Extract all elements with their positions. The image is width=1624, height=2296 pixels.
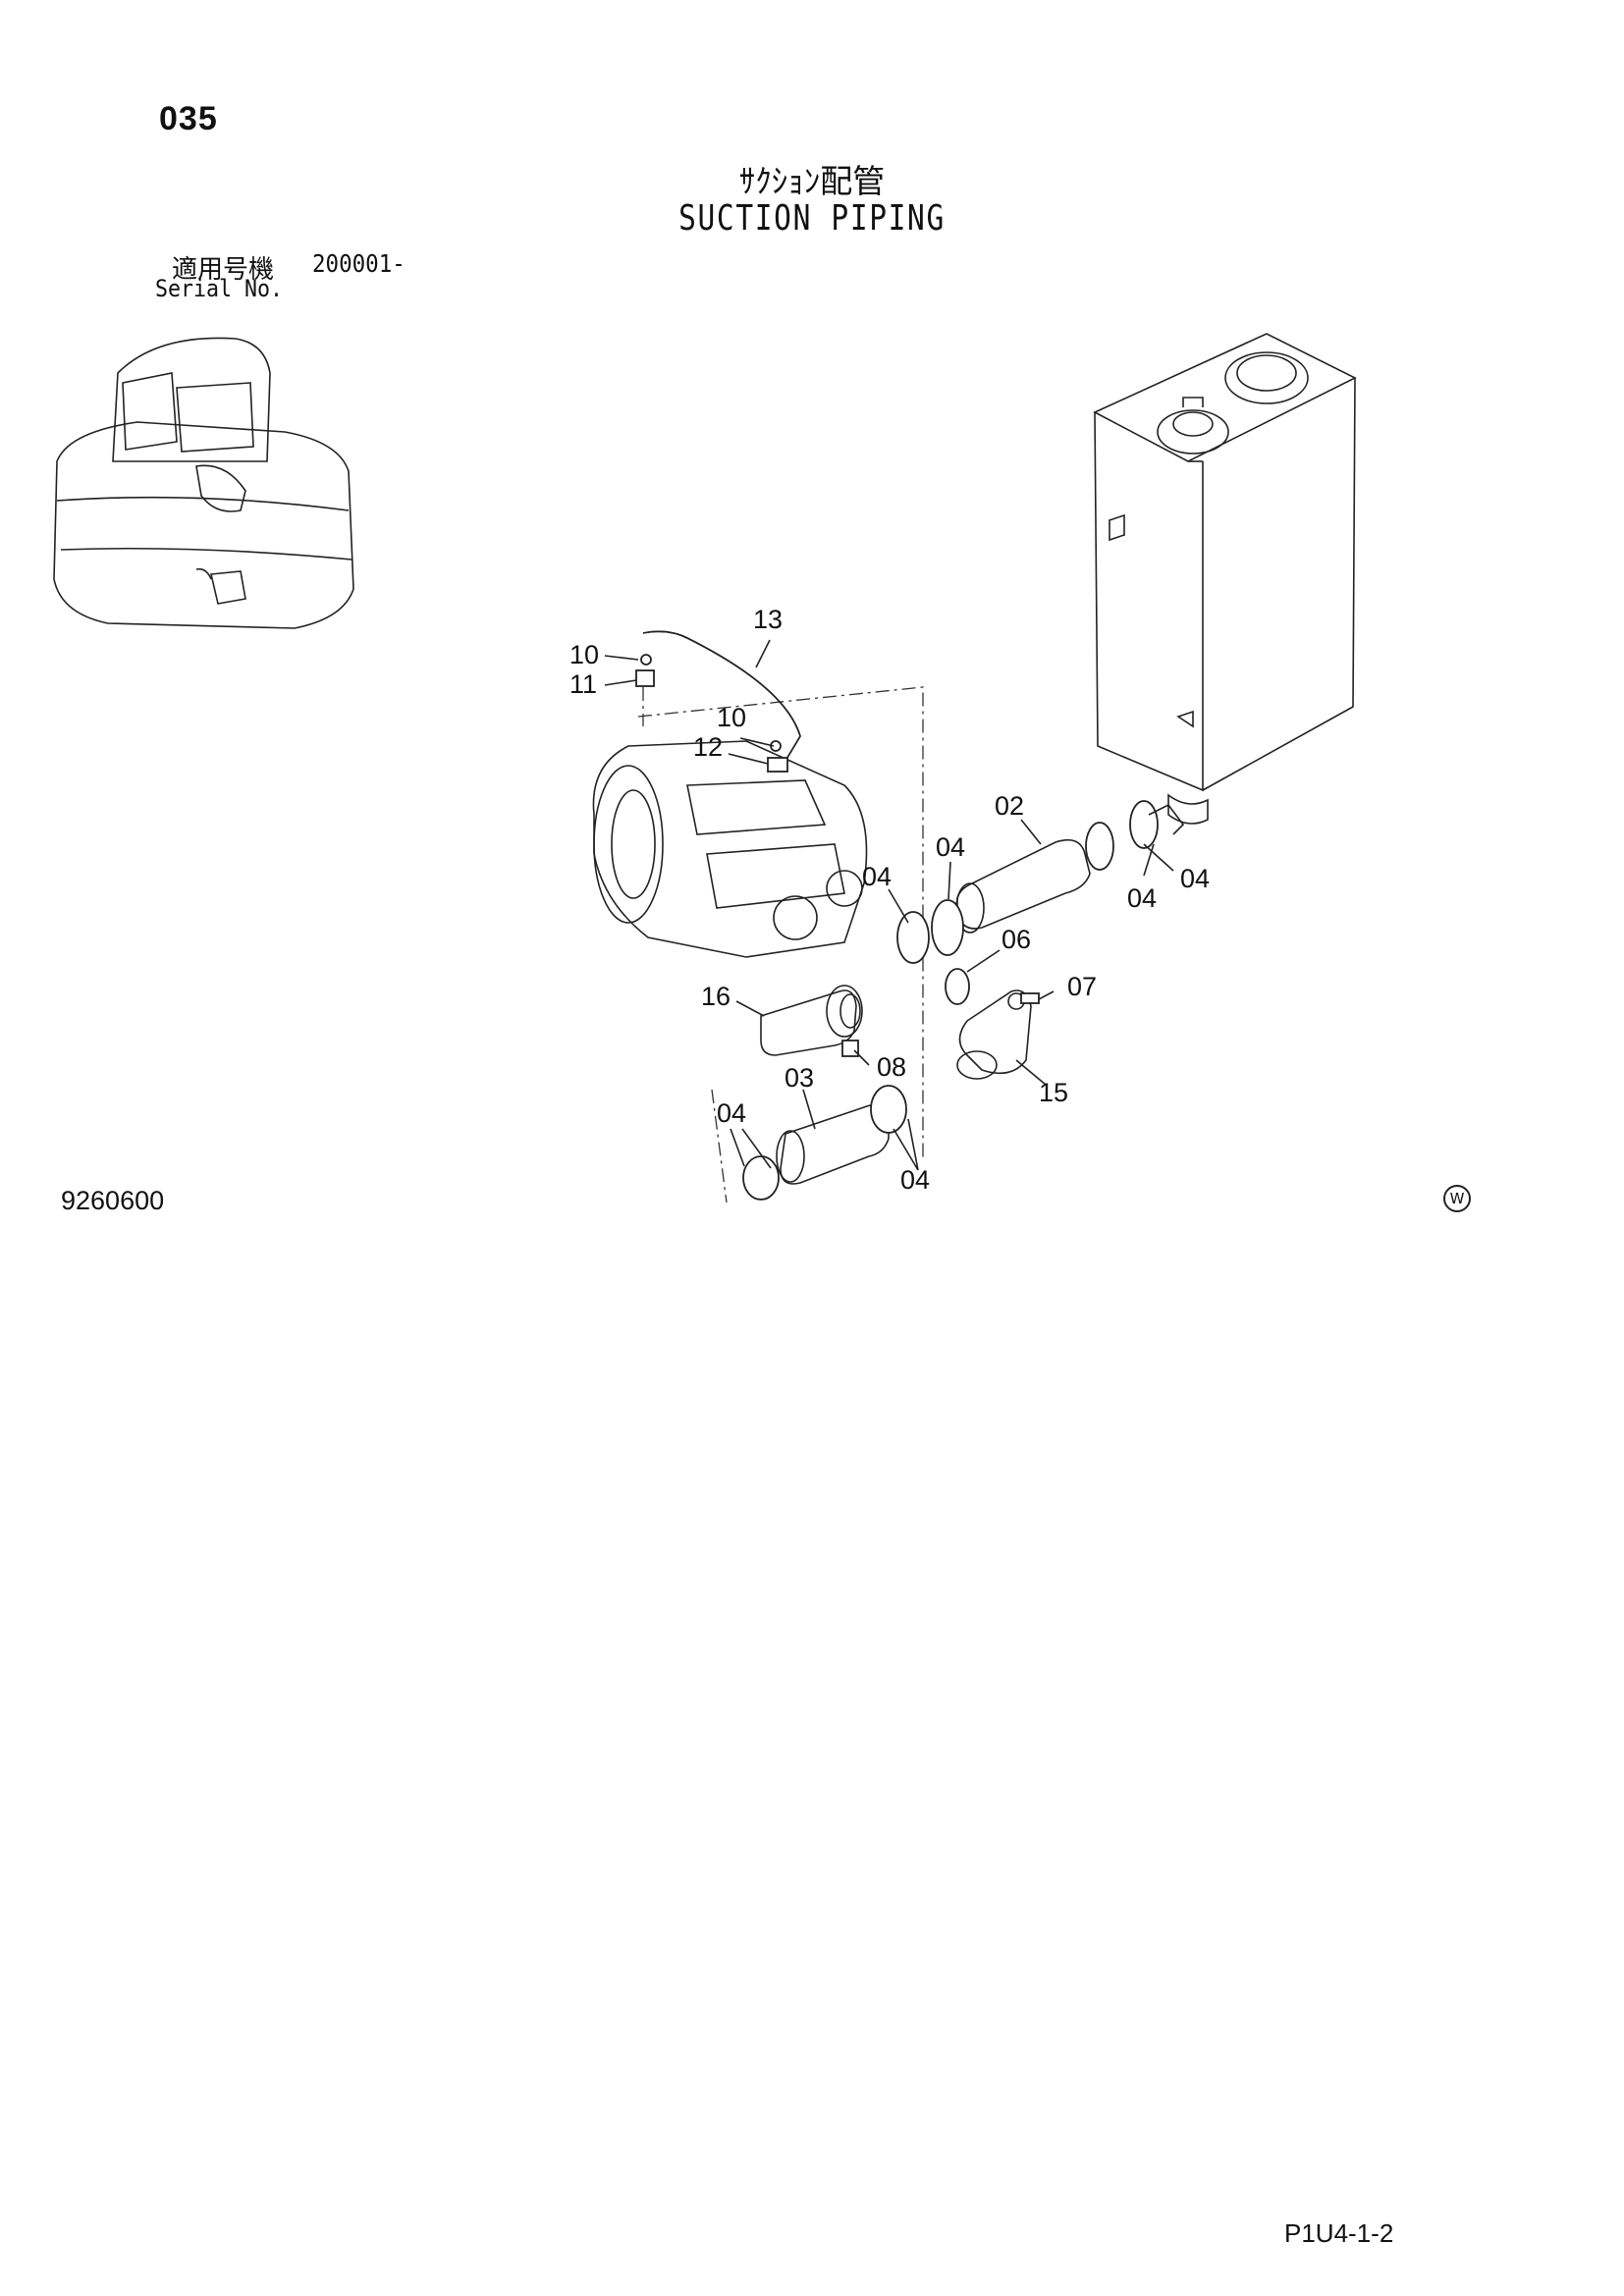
serial-value: 200001- bbox=[312, 249, 406, 278]
machine-overview-illustration bbox=[53, 337, 354, 629]
callout-11: 11 bbox=[569, 669, 597, 699]
callout-15: 15 bbox=[1039, 1078, 1068, 1107]
suction-elbow-15 bbox=[956, 989, 1032, 1080]
hose-13-inner bbox=[642, 630, 801, 762]
callout-04-right-lower: 04 bbox=[1127, 883, 1157, 913]
callout-16: 16 bbox=[701, 982, 731, 1011]
tank-outlet-stub bbox=[1148, 803, 1185, 835]
callout-07: 07 bbox=[1067, 972, 1097, 1001]
bolt-07 bbox=[1020, 992, 1040, 1004]
callout-04-right: 04 bbox=[1180, 864, 1210, 893]
callout-10-upper: 10 bbox=[569, 640, 599, 669]
callout-04-lower-right: 04 bbox=[900, 1165, 930, 1195]
adapter-11 bbox=[635, 669, 655, 687]
callout-04-middle: 04 bbox=[936, 832, 965, 862]
callout-04-lower-left: 04 bbox=[717, 1098, 746, 1128]
callout-08: 08 bbox=[877, 1052, 906, 1082]
assembly-boundary-line-lower bbox=[711, 1089, 728, 1203]
serial-label-japanese: 適用号機 bbox=[172, 255, 275, 285]
callout-04-left: 04 bbox=[862, 862, 892, 891]
callout-02: 02 bbox=[995, 791, 1024, 821]
assembly-boundary-line bbox=[637, 686, 924, 1158]
page-reference: P1U4-1-2 bbox=[1284, 2218, 1394, 2248]
clamp-04-f bbox=[742, 1155, 780, 1201]
callout-12: 12 bbox=[693, 732, 723, 762]
title-english: SUCTION PIPING bbox=[678, 198, 946, 239]
suction-pipe-02 bbox=[955, 838, 1091, 934]
pump-assembly-illustration bbox=[592, 740, 868, 958]
clamp-04-e bbox=[870, 1085, 907, 1134]
callout-10-lower: 10 bbox=[717, 703, 746, 732]
o-ring-10-upper bbox=[640, 654, 652, 666]
clamp-04-d bbox=[896, 911, 930, 964]
callout-03: 03 bbox=[785, 1063, 814, 1093]
callout-leader-lines bbox=[604, 639, 1174, 1171]
o-ring-06 bbox=[945, 968, 970, 1005]
watermark-symbol: W bbox=[1443, 1185, 1471, 1212]
callout-13: 13 bbox=[753, 605, 783, 634]
plug-08 bbox=[841, 1040, 859, 1057]
serial-label-english: Serial No. bbox=[155, 275, 284, 302]
title-japanese: ｻｸｼｮﾝ配管 bbox=[738, 162, 886, 200]
elbow-12 bbox=[767, 757, 788, 773]
drawing-number: 9260600 bbox=[61, 1186, 165, 1215]
page-code: 035 bbox=[159, 100, 218, 137]
hydraulic-tank-illustration bbox=[1093, 333, 1357, 825]
callout-06: 06 bbox=[1001, 925, 1031, 954]
clamp-04-a bbox=[1085, 822, 1114, 871]
clamp-04-b bbox=[1129, 800, 1159, 849]
clamp-04-c bbox=[931, 899, 964, 956]
